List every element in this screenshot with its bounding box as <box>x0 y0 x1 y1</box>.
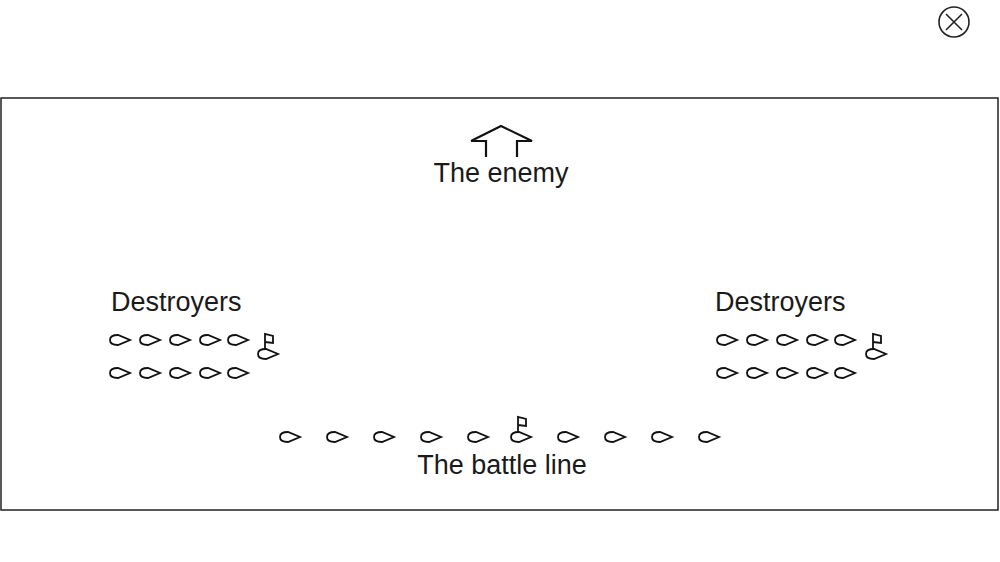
hull <box>258 349 278 359</box>
ship-symbol <box>170 335 190 345</box>
ship-symbol <box>605 432 625 442</box>
hull <box>468 432 488 442</box>
ship-symbol <box>110 335 130 345</box>
flag <box>518 417 526 433</box>
hull <box>605 432 625 442</box>
destroyers-label: Destroyers <box>715 289 846 316</box>
enemy-label: The enemy <box>433 160 568 187</box>
hull <box>140 368 160 378</box>
hull <box>652 432 672 442</box>
hull <box>170 335 190 345</box>
ship-symbol <box>747 368 767 378</box>
hull <box>777 335 797 345</box>
hull <box>200 335 220 345</box>
hull <box>807 368 827 378</box>
hull <box>421 432 441 442</box>
hull <box>717 335 737 345</box>
hull <box>807 335 827 345</box>
ship-symbol <box>468 432 488 442</box>
ship-symbol <box>699 432 719 442</box>
ship-symbol <box>228 335 248 345</box>
ship-symbol <box>807 368 827 378</box>
ship-symbol <box>200 335 220 345</box>
hull <box>558 432 578 442</box>
ship-symbol <box>374 432 394 442</box>
flagship-symbol <box>866 334 886 359</box>
hull <box>835 368 855 378</box>
ship-symbol <box>327 432 347 442</box>
hull <box>511 432 531 442</box>
hull <box>866 349 886 359</box>
ship-symbol <box>110 368 130 378</box>
hull <box>374 432 394 442</box>
ship-symbol <box>652 432 672 442</box>
hull <box>228 335 248 345</box>
enemy-symbol <box>471 126 532 157</box>
flagship-symbol <box>258 334 278 359</box>
hull <box>200 368 220 378</box>
ship-symbol <box>717 335 737 345</box>
ship-symbol <box>747 335 767 345</box>
ship-symbol <box>777 368 797 378</box>
ship-symbol <box>717 368 737 378</box>
hull <box>228 368 248 378</box>
hull <box>717 368 737 378</box>
flag <box>873 334 881 350</box>
flag <box>265 334 273 350</box>
ship-symbol <box>140 368 160 378</box>
hull <box>110 335 130 345</box>
ship-symbol <box>280 432 300 442</box>
hull <box>747 368 767 378</box>
ship-symbol <box>421 432 441 442</box>
hull <box>777 368 797 378</box>
ship-symbol <box>200 368 220 378</box>
hull <box>699 432 719 442</box>
hull <box>280 432 300 442</box>
ship-symbol <box>170 368 190 378</box>
flagship-symbol <box>511 417 531 442</box>
hull <box>140 335 160 345</box>
frame <box>1 98 998 510</box>
ship-symbol <box>835 335 855 345</box>
hull <box>327 432 347 442</box>
hull <box>110 368 130 378</box>
ship-symbol <box>228 368 248 378</box>
ship-symbol <box>777 335 797 345</box>
ship-symbol <box>140 335 160 345</box>
hull <box>747 335 767 345</box>
destroyers-label: Destroyers <box>111 289 242 316</box>
ship-symbol <box>835 368 855 378</box>
ship-symbol <box>807 335 827 345</box>
battle-line-label: The battle line <box>417 452 587 479</box>
hull <box>170 368 190 378</box>
hull <box>835 335 855 345</box>
ship-symbol <box>558 432 578 442</box>
close-icon <box>939 7 969 37</box>
